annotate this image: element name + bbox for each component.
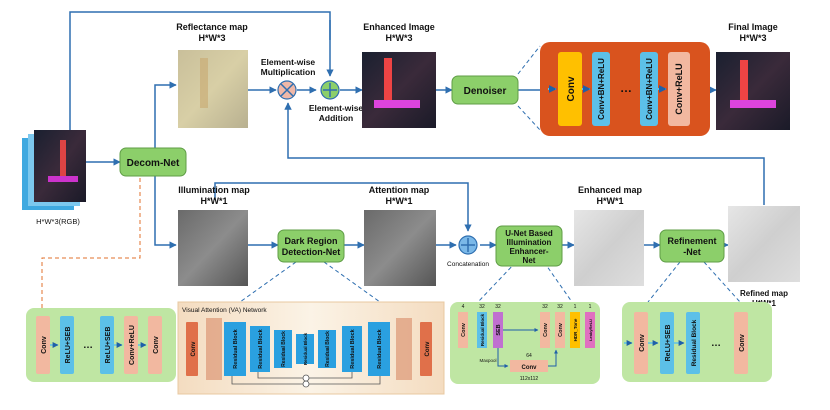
- decom-conv-relu: Conv+ReLU: [129, 325, 136, 365]
- denoiser-conv: Conv: [566, 76, 577, 101]
- unet-residual: Residual Block: [480, 313, 485, 346]
- add-label-2: Addition: [319, 113, 353, 123]
- decom-conv-2: Conv: [153, 336, 160, 354]
- refine-conv-2: Conv: [739, 334, 746, 352]
- refine-relu-seb: ReLU+SEB: [665, 325, 672, 362]
- decom-conv-1: Conv: [41, 336, 48, 354]
- unet-conv-bottom: Conv: [522, 365, 538, 371]
- add-label-1: Element-wise: [309, 103, 364, 113]
- denoiser-dots: …: [620, 81, 632, 95]
- denoiser-conv-relu: Conv+ReLU: [674, 63, 684, 114]
- va-res7: Residual Block: [377, 328, 383, 368]
- refinement-label-1: Refinement: [667, 236, 716, 246]
- refinement-detail: Conv ReLU+SEB Residual Block … Conv: [622, 302, 772, 382]
- unet-label-4: Net: [523, 256, 536, 265]
- unet-n4: 4: [462, 304, 465, 310]
- reflectance-map: Reflectance map H*W*3: [176, 22, 248, 128]
- final-image-title: Final Image: [728, 22, 778, 32]
- attention-map: Attention map H*W*1: [364, 185, 436, 286]
- unet-leaky: LeakyReLU: [588, 319, 593, 341]
- enhanced-map-title: Enhanced map: [578, 185, 643, 195]
- refine-dots: …: [711, 338, 721, 349]
- decom-net-label: Decom-Net: [127, 158, 180, 169]
- enhanced-map: Enhanced map H*W*1: [574, 185, 644, 286]
- va-title: Visual Attention (VA) Network: [182, 307, 267, 314]
- unet-enhancer-module[interactable]: U-Net Based Illumination Enhancer- Net: [495, 225, 563, 267]
- va-conv-out: Conv: [425, 341, 431, 357]
- multiply-label-1: Element-wise: [261, 57, 316, 67]
- input-dims: H*W*3(RGB): [36, 217, 80, 226]
- enhanced-image: Enhanced Image H*W*3: [362, 22, 436, 128]
- detail-connectors: [41, 45, 741, 308]
- unet-label-2: Illumination: [507, 238, 552, 247]
- va-network-detail: Visual Attention (VA) Network Conv Resid…: [177, 301, 445, 395]
- add-node: Element-wise Addition: [309, 80, 364, 123]
- unet-conv-b: Conv: [543, 322, 549, 337]
- refine-residual: Residual Block: [691, 319, 698, 366]
- refined-map: Refined map H*W*1: [728, 206, 800, 308]
- va-res4: Residual Block: [303, 332, 308, 365]
- unet-hdr: HDR_Tone: [573, 318, 578, 341]
- denoiser-detail: Conv Conv+BN+ReLU … Conv+BN+ReLU Conv+Re…: [540, 42, 710, 136]
- denoiser-label: Denoiser: [464, 86, 507, 97]
- unet-n32c: 32: [542, 304, 548, 310]
- unet-n1a: 1: [574, 304, 577, 310]
- va-res6: Residual Block: [350, 328, 356, 368]
- va-res1: Residual Block: [233, 328, 239, 368]
- denoiser-conv-bn-relu-1: Conv+BN+ReLU: [597, 58, 606, 120]
- enhanced-image-dims: H*W*3: [385, 33, 412, 43]
- unet-n32d: 32: [557, 304, 563, 310]
- reflectance-dims: H*W*3: [198, 33, 225, 43]
- unet-label-1: U-Net Based: [505, 229, 553, 238]
- va-res5: Residual Block: [325, 331, 331, 367]
- concat-node: Concatenation: [447, 235, 489, 268]
- final-image-dims: H*W*3: [739, 33, 766, 43]
- concat-label: Concatenation: [447, 261, 489, 268]
- unet-n32a: 32: [479, 304, 485, 310]
- decom-dots: …: [83, 340, 93, 351]
- illumination-dims: H*W*1: [200, 196, 227, 206]
- refinement-label-2: -Net: [683, 247, 701, 257]
- reflectance-title: Reflectance map: [176, 22, 248, 32]
- input-image-stack: H*W*3(RGB): [22, 130, 86, 226]
- unet-conv-c: Conv: [558, 322, 564, 337]
- decom-relu-seb-2: ReLU+SEB: [105, 327, 112, 364]
- dark-region-label-2: Detection-Net: [282, 247, 341, 257]
- unet-detail: 4 32 32 32 32 1 1 Conv Residual Block SE…: [450, 302, 600, 384]
- va-res2: Residual Block: [258, 328, 264, 368]
- illumination-map: Illumination map H*W*1: [178, 185, 250, 286]
- dark-region-label-1: Dark Region: [284, 236, 337, 246]
- refinement-net-module[interactable]: Refinement -Net: [659, 229, 725, 263]
- refined-map-title: Refined map: [740, 289, 788, 298]
- decom-detail: Conv ReLU+SEB … ReLU+SEB Conv+ReLU Conv: [26, 308, 176, 382]
- enhanced-image-title: Enhanced Image: [363, 22, 435, 32]
- denoiser-module[interactable]: Denoiser: [451, 75, 519, 105]
- decom-net-module[interactable]: Decom-Net: [119, 147, 187, 177]
- unet-seb: SEB: [496, 324, 502, 335]
- illumination-title: Illumination map: [178, 185, 250, 195]
- attention-title: Attention map: [369, 185, 430, 195]
- unet-conv-a: Conv: [461, 322, 467, 337]
- unet-n32b: 32: [495, 304, 501, 310]
- unet-size: 112x112: [520, 376, 539, 382]
- unet-label-3: Enhancer-: [509, 247, 548, 256]
- enhanced-map-dims: H*W*1: [596, 196, 623, 206]
- final-image: Final Image H*W*3: [716, 22, 790, 130]
- decom-relu-seb-1: ReLU+SEB: [65, 327, 72, 364]
- unet-maxpool: Maxpool: [479, 358, 496, 363]
- va-res3: Residual Block: [281, 331, 287, 367]
- refine-conv-1: Conv: [639, 334, 646, 352]
- dark-region-detection-module[interactable]: Dark Region Detection-Net: [277, 229, 345, 263]
- multiply-node: Element-wise Multiplication: [261, 57, 316, 100]
- unet-n1b: 1: [589, 304, 592, 310]
- denoiser-conv-bn-relu-2: Conv+BN+ReLU: [645, 58, 654, 120]
- unet-n64: 64: [526, 353, 532, 359]
- multiply-label-2: Multiplication: [261, 67, 316, 77]
- va-conv: Conv: [191, 341, 197, 357]
- attention-dims: H*W*1: [385, 196, 412, 206]
